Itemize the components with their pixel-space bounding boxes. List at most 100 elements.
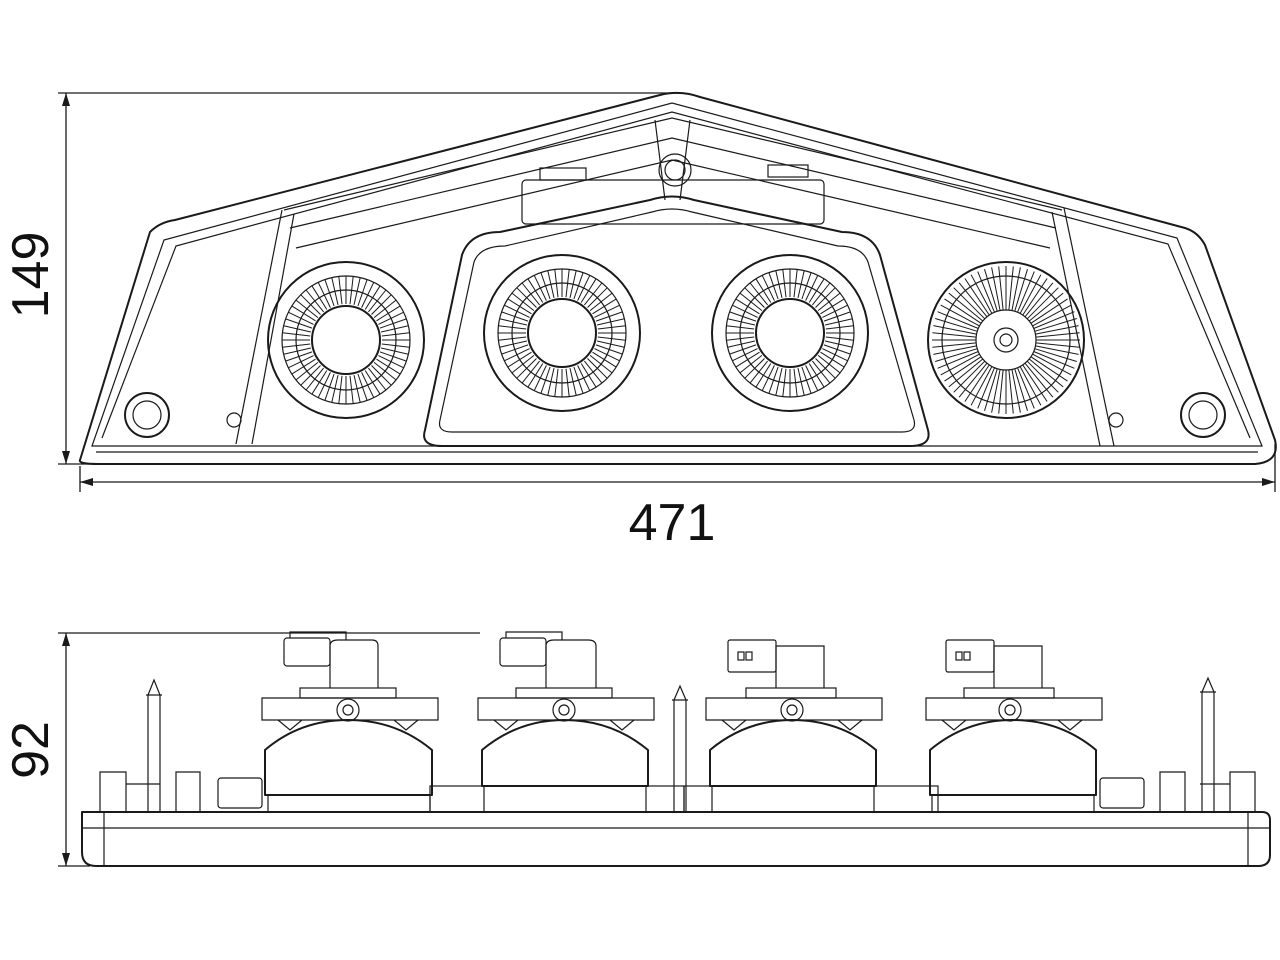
lamp-rib [812, 360, 831, 384]
lamp-rib [597, 336, 626, 341]
dimension-width-front [79, 444, 1276, 492]
lamp-rib [589, 292, 613, 311]
lamp-rib [380, 325, 409, 333]
lamp-rib [958, 282, 988, 318]
lamp-rib [501, 344, 529, 355]
lamp-rib [782, 269, 787, 298]
lamp-rib [935, 348, 978, 362]
lamp-rib [998, 369, 1004, 414]
lamp-rib [797, 367, 805, 396]
lamp-rib [371, 365, 392, 386]
lamp-rib [1032, 304, 1072, 327]
lamp-rib [295, 299, 319, 318]
lamp-rib [516, 358, 537, 379]
middle-lens-bay [423, 195, 930, 447]
lamp-unit-2 [483, 254, 641, 412]
lamp-rib [1033, 311, 1075, 329]
lamp-rib [288, 311, 314, 325]
dim-label-side-height: 92 [2, 721, 60, 779]
lamp-rib [735, 298, 760, 315]
lamp-rib [587, 358, 608, 379]
lamp-rib [822, 348, 848, 362]
lamp-rib [282, 332, 311, 337]
lamp-rib [782, 368, 787, 397]
lamp-rib [295, 362, 319, 381]
lamp-rib [808, 363, 825, 388]
lamp-rib [527, 278, 544, 303]
lamp-rib [498, 336, 527, 341]
lamp-rib [1014, 368, 1028, 411]
lamp-rib [592, 298, 617, 315]
lamp-rib [592, 351, 617, 368]
lamp-rib [755, 363, 772, 388]
pin-right [1200, 676, 1216, 812]
lamp-module-4 [925, 639, 1103, 813]
lamp-rib [577, 365, 591, 391]
lamp-rib [331, 374, 339, 403]
lamp-rib [317, 372, 331, 398]
lamp-rib [1019, 274, 1042, 314]
lamp-rib [948, 358, 984, 388]
lamp-rib [1035, 332, 1080, 338]
lamp-rib [1030, 298, 1068, 324]
lamp-rib [761, 275, 775, 301]
lamp-rib [812, 282, 831, 306]
lamp-rib [729, 311, 757, 322]
lamp-rib [1026, 360, 1059, 393]
lamp-rib [823, 344, 851, 355]
lamp-rib [822, 304, 848, 318]
lamp-rib [726, 336, 755, 341]
lamp-rib [521, 282, 540, 306]
lamp-rib [940, 304, 980, 327]
lamp-rib [317, 282, 331, 308]
lamp-rib [793, 269, 798, 298]
lamp-rib [554, 368, 559, 397]
lamp-rib [1034, 318, 1077, 332]
lamp-rib [775, 270, 783, 299]
lamp-rib [595, 311, 623, 322]
lamp-rib [984, 269, 998, 312]
lamp-rib [977, 367, 995, 409]
lamp-rib [577, 275, 591, 301]
dimension-height-front [58, 92, 680, 465]
lamp-rib [533, 275, 547, 301]
lamp-rib [801, 366, 812, 394]
lamp-rib [364, 285, 381, 310]
lamp-rib [349, 276, 354, 305]
lamp-rib [732, 348, 758, 362]
lamp-rib [775, 367, 783, 396]
lamp-rib [932, 342, 977, 348]
lamp-rib [338, 375, 343, 404]
lamp-rib [1019, 366, 1042, 406]
lamp-rib [1011, 267, 1021, 311]
lamp-rib [285, 318, 313, 329]
lamp-rib [1033, 351, 1075, 369]
lamp-rib [1017, 367, 1035, 409]
lamp-rib [282, 343, 311, 348]
lamp-rib [349, 375, 354, 404]
lamp-rib [554, 269, 559, 298]
lamp-rib [376, 358, 401, 375]
dim-label-front-width: 471 [629, 494, 716, 552]
lamp-rib [1035, 345, 1079, 355]
lamp-rib [300, 294, 321, 315]
lamp-rib [547, 270, 555, 299]
lamp-rib [1030, 356, 1068, 382]
lamp-rib [825, 336, 854, 341]
mounting-bolt-right [1180, 392, 1226, 438]
lamp-rib [805, 275, 819, 301]
lamp-rib [1014, 269, 1028, 312]
lamp-rib [958, 362, 988, 398]
lamp-rib [331, 277, 339, 306]
lamp-rib [761, 365, 775, 391]
lamp-rib [573, 366, 584, 394]
lamp-rib [732, 304, 758, 318]
lamp-rib [283, 325, 312, 333]
lamp-rib [755, 278, 772, 303]
lamp-rib [368, 367, 387, 391]
lamp-rib [1008, 266, 1014, 311]
lamp-rib [353, 277, 361, 306]
lamp-rib [823, 311, 851, 322]
lamp-rib [507, 298, 532, 315]
